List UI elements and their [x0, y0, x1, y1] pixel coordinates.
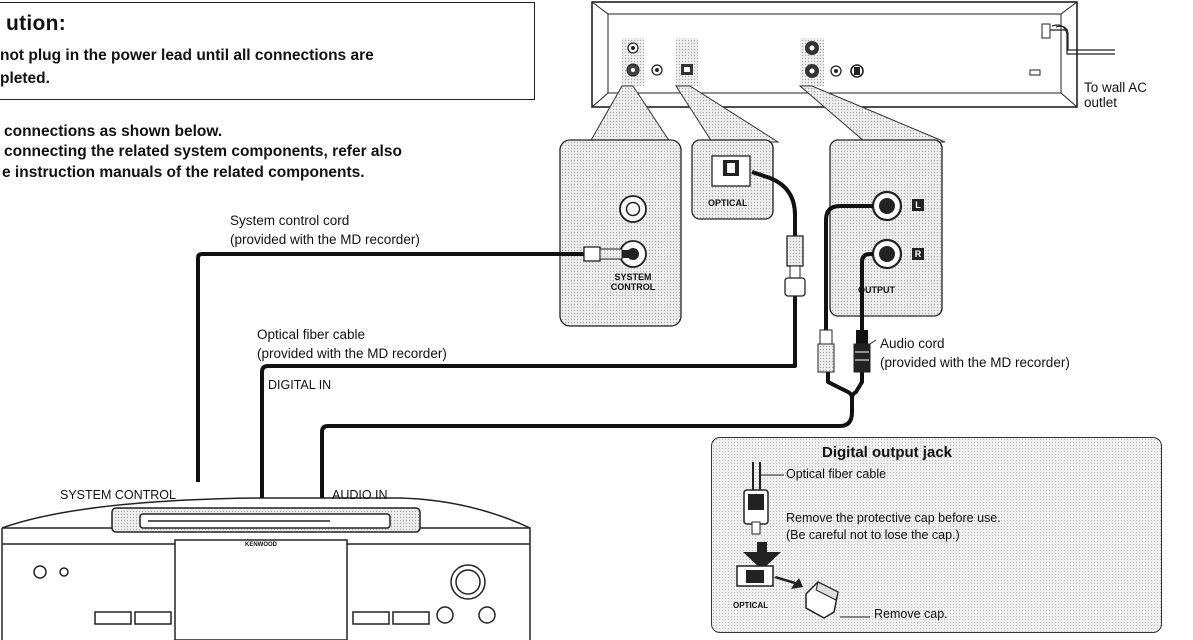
right-channel-badge: R — [912, 248, 924, 260]
system-control-cord-label-1: System control cord — [230, 213, 350, 228]
brand-logo: KENWOOD — [245, 542, 277, 548]
caution-line-1: not plug in the power lead until all con… — [0, 47, 374, 64]
optical-plug — [784, 235, 806, 297]
amplifier-front — [1, 497, 531, 640]
digital-in-label: DIGITAL IN — [268, 378, 332, 392]
optical-zoom — [691, 139, 774, 220]
caution-title: ution: — [6, 12, 67, 35]
audio-cord-label-2: (provided with the MD recorder) — [880, 355, 1070, 370]
jack-panel-title: Digital output jack — [822, 444, 953, 461]
optical-fiber-cable — [260, 170, 797, 520]
wall-ac-label-line-2: outlet — [1084, 95, 1118, 110]
audio-cord-label-1: Audio cord — [880, 336, 945, 351]
output-zoom — [829, 139, 943, 317]
remove-cap-label: Remove cap. — [874, 607, 948, 621]
audio-cord-l-lead — [824, 204, 873, 330]
system-control-cord-label-2: (provided with the MD recorder) — [230, 232, 420, 247]
audio-cord-merged — [320, 398, 854, 520]
audio-cord-r-lead — [860, 252, 873, 330]
digital-output-jack-panel — [711, 437, 1162, 633]
audio-plugs — [817, 329, 877, 373]
audio-in-label: AUDIO IN — [332, 488, 388, 502]
jack-cable-label: Optical fiber cable — [786, 467, 887, 481]
md-recorder-rear-panel — [591, 1, 1115, 108]
system-control-jack-text: SYSTEM CONTROL — [610, 272, 656, 292]
instruction-line-3: e instruction manuals of the related com… — [2, 164, 365, 181]
jack-note-line-1: Remove the protective cap before use. — [786, 511, 1001, 525]
optical-cable-label-1: Optical fiber cable — [257, 327, 366, 342]
cables — [196, 170, 873, 520]
system-control-jack-label: SYSTEM CONTROL — [588, 272, 678, 292]
audio-cord-right — [850, 372, 864, 399]
instruction-line-1: connections as shown below. — [4, 123, 223, 140]
caution-box — [0, 2, 535, 100]
output-jack-label: OUTPUT — [858, 285, 895, 295]
left-channel-badge: L — [912, 199, 924, 211]
system-control-amp-label: SYSTEM CONTROL — [60, 488, 176, 502]
instruction-line-2: connecting the related system components… — [4, 143, 402, 160]
jack-note-line-2: (Be careful not to lose the cap.) — [786, 528, 960, 542]
system-control-plug — [583, 246, 632, 262]
system-control-cord — [196, 252, 584, 482]
optical-jack-label: OPTICAL — [708, 198, 748, 208]
optical-cable-label-2: (provided with the MD recorder) — [257, 346, 447, 361]
jack-optical-label: OPTICAL — [733, 601, 769, 610]
wall-ac-label-line-1: To wall AC — [1084, 80, 1148, 95]
caution-line-2: pleted. — [0, 70, 50, 87]
